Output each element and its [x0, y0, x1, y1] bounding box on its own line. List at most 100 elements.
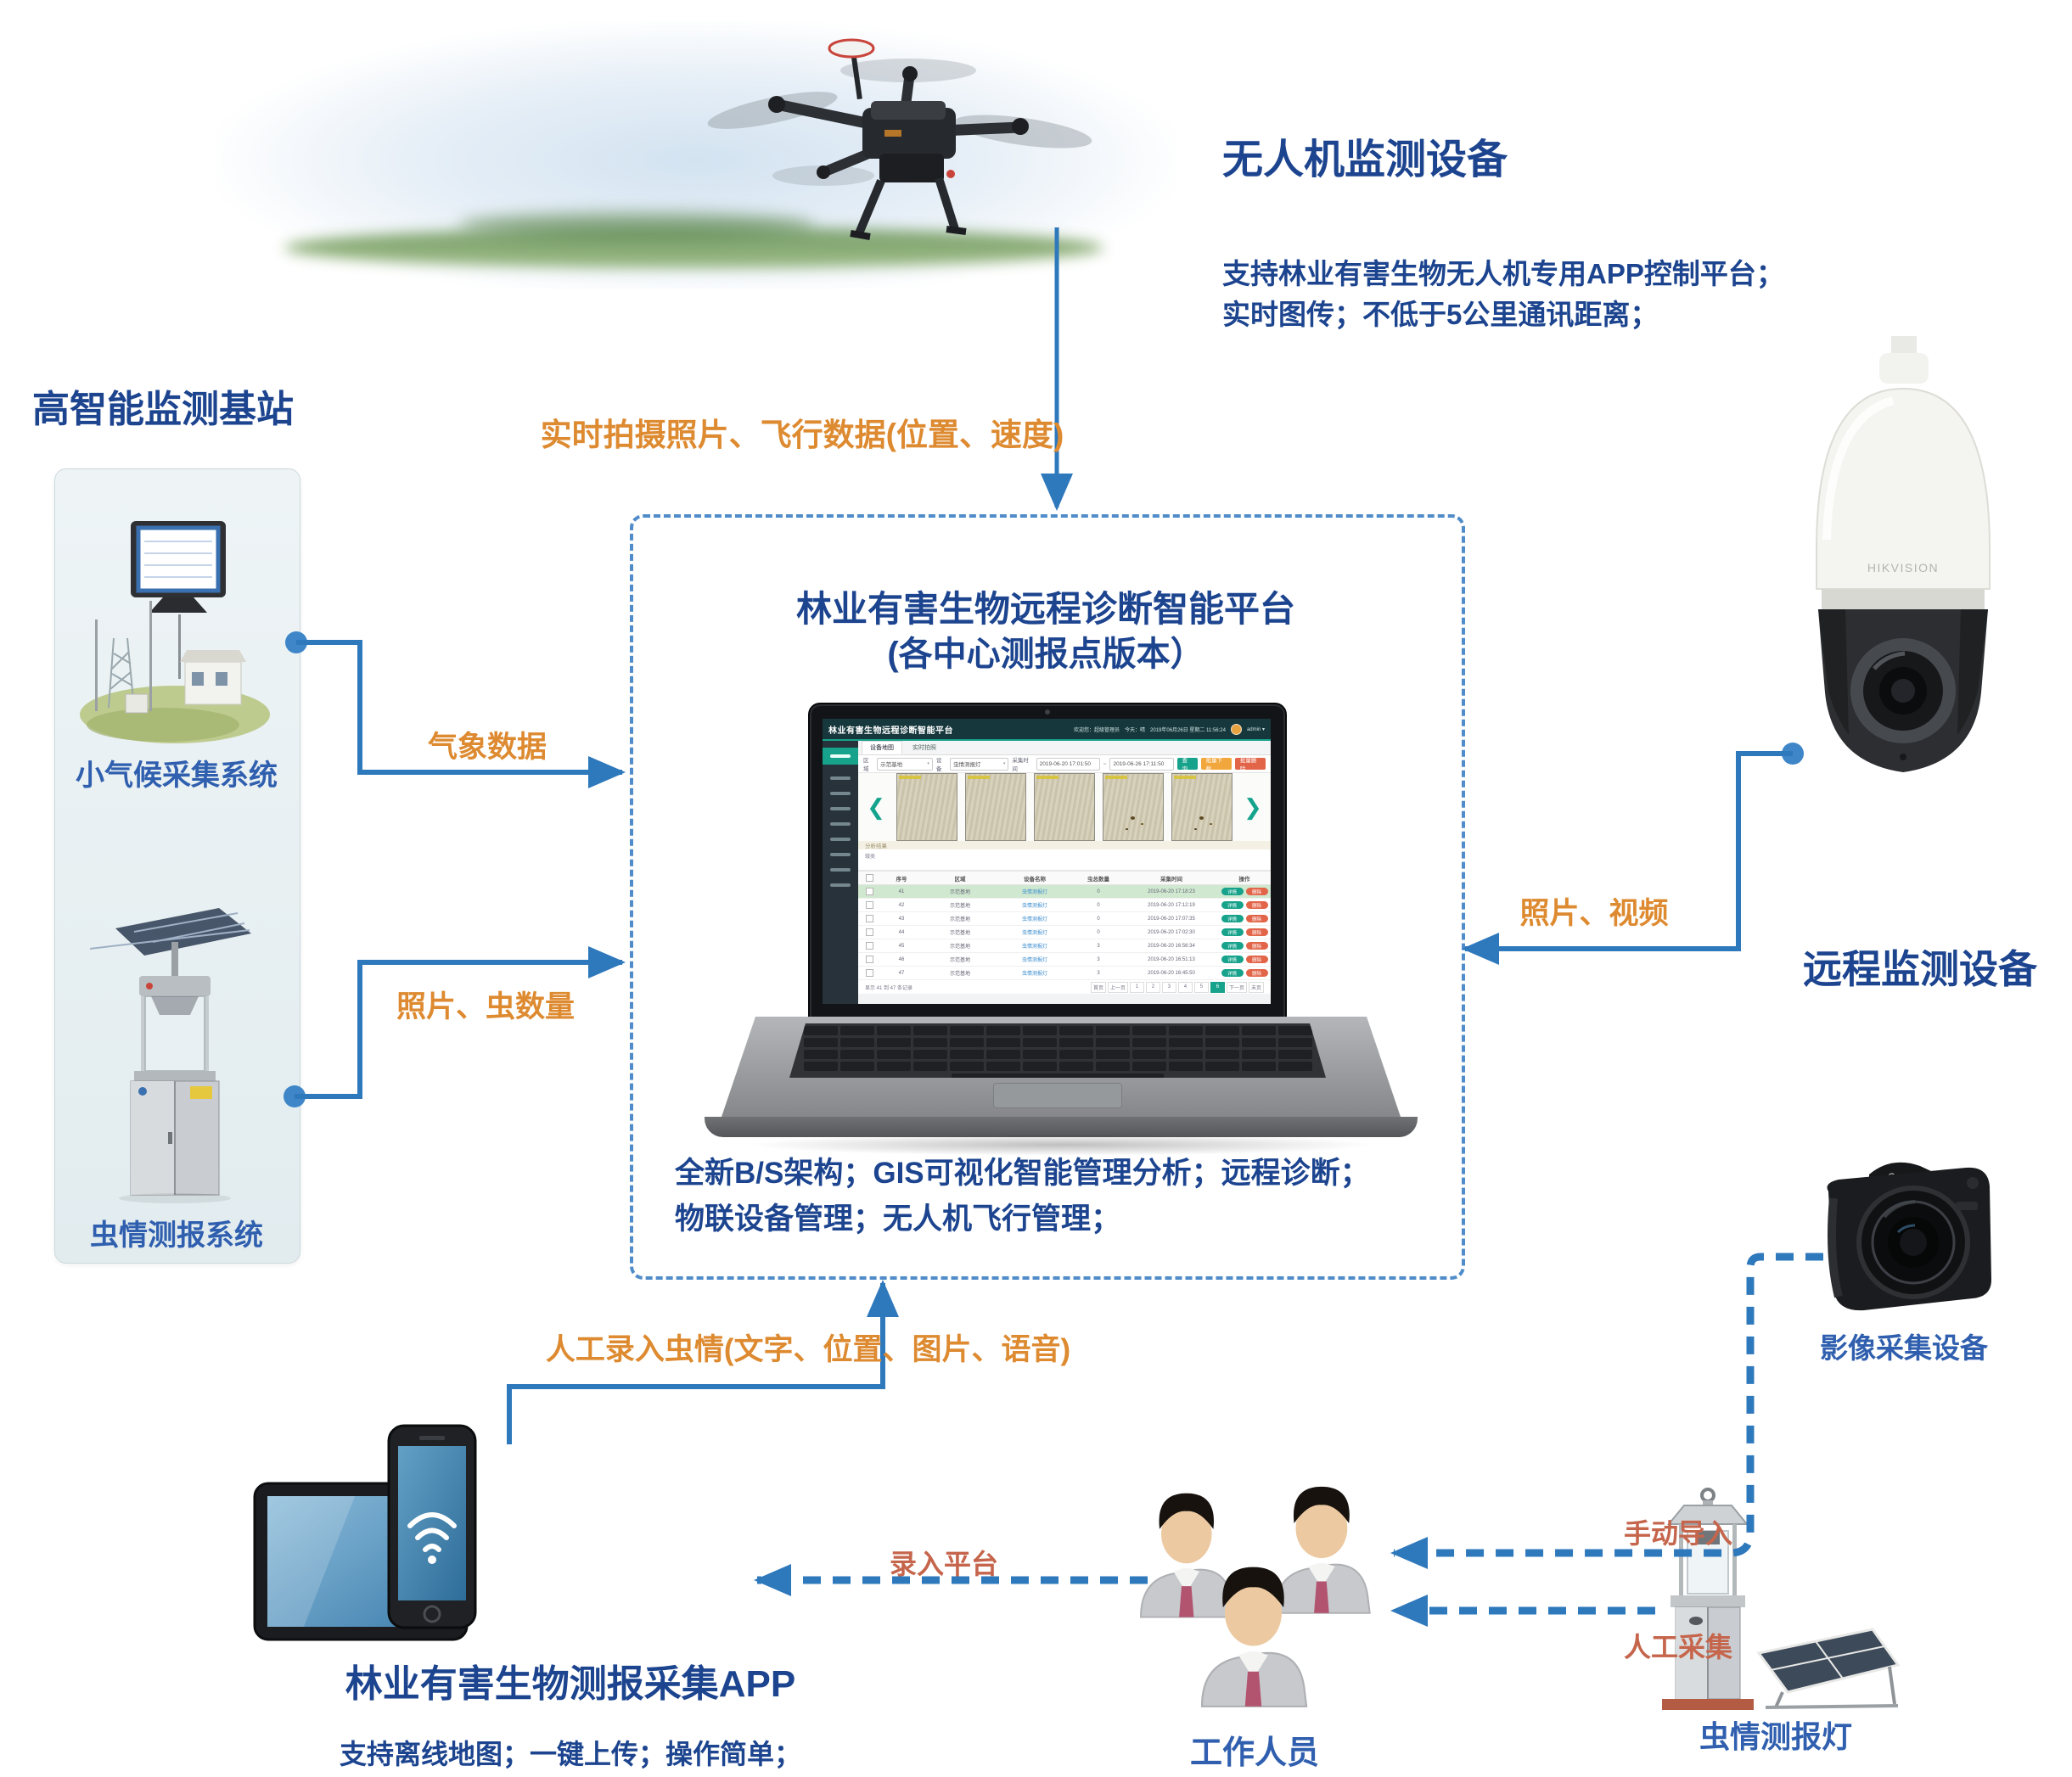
page-button[interactable]: 3: [1161, 981, 1176, 993]
platform-feature-line1: 全新B/S架构；GIS可视化智能管理分析；远程诊断；: [675, 1157, 1370, 1190]
delete-button[interactable]: 删除: [1245, 901, 1268, 909]
sidebar-item[interactable]: [830, 883, 851, 887]
flow-label-manual-import: 手动导入: [1623, 1518, 1733, 1549]
page-button[interactable]: 6: [1210, 981, 1225, 993]
time-to-input[interactable]: 2019-06-26 17:11:50: [1109, 757, 1174, 771]
device-link[interactable]: 虫情测报灯: [1021, 958, 1047, 963]
carousel-prev-icon[interactable]: ❮: [867, 794, 885, 820]
page-button[interactable]: 末页: [1248, 981, 1264, 993]
table-row: 41 示范基地 虫情测报灯 0 2019-06-20 17:18:23 详情 删…: [858, 885, 1271, 899]
page-button[interactable]: 首页: [1090, 981, 1106, 993]
delete-button[interactable]: 删除: [1245, 942, 1268, 950]
time-from-input[interactable]: 2019-06-20 17:01:50: [1036, 757, 1100, 771]
laptop-front-edge: [705, 1117, 1418, 1137]
row-checkbox[interactable]: [865, 915, 873, 922]
page-button[interactable]: 1: [1129, 981, 1144, 993]
device-link[interactable]: 虫情测报灯: [1021, 972, 1047, 977]
trap-photo-thumbnail[interactable]: [896, 773, 957, 841]
sidebar-item[interactable]: [830, 792, 851, 795]
treeline-shadow: [458, 212, 815, 238]
carousel-next-icon[interactable]: ❯: [1244, 794, 1262, 820]
row-checkbox[interactable]: [865, 942, 873, 950]
device-link[interactable]: 虫情测报灯: [1021, 931, 1047, 936]
device-link[interactable]: 虫情测报灯: [1021, 904, 1047, 909]
trap-photo-thumbnail[interactable]: [1171, 773, 1233, 841]
trap-photo-thumbnail[interactable]: [1103, 773, 1164, 841]
page-button[interactable]: 上一页: [1107, 981, 1128, 993]
row-checkbox[interactable]: [865, 956, 873, 963]
device-link[interactable]: 虫情测报灯: [1021, 917, 1047, 922]
table-header-row: 序号 区域 设备名称 虫总数量 采集时间 操作: [858, 871, 1271, 885]
select-all-checkbox[interactable]: [865, 874, 873, 882]
laptop: 林业有害生物远程诊断智能平台 欢迎您：超级管理员 今天：晴 2019年06月26…: [705, 703, 1418, 1156]
table-row: 45 示范基地 虫情测报灯 3 2019-06-20 16:56:34 详情 删…: [858, 939, 1271, 953]
delete-button[interactable]: 删除: [1245, 956, 1268, 963]
row-checkbox[interactable]: [865, 888, 873, 895]
detail-button[interactable]: 详情: [1221, 901, 1244, 909]
records-summary: 显示 41 到 47 条记录: [865, 985, 913, 991]
region-select[interactable]: 示范基地▾: [877, 757, 933, 771]
flow-label-manual-collect: 人工采集: [1623, 1632, 1733, 1662]
sidebar-item[interactable]: [830, 853, 851, 856]
page-button[interactable]: 下一页: [1226, 981, 1247, 993]
delete-button[interactable]: 删除: [1245, 888, 1268, 895]
trap-photo-thumbnail[interactable]: [1034, 773, 1095, 841]
weather-system-label: 小气候采集系统: [76, 760, 278, 792]
screen-tab[interactable]: 实时拍照: [912, 745, 936, 751]
batch-delete-button[interactable]: 批量删除: [1234, 758, 1266, 772]
screen-filterbar: 区域 示范基地▾ 设备 虫情测报灯▾ 采集时间 2019-06-20 17:01…: [858, 755, 1271, 773]
drone-illustration: [707, 38, 1092, 240]
delete-button[interactable]: 删除: [1245, 915, 1268, 922]
page-button[interactable]: 5: [1193, 981, 1209, 993]
platform-title: 林业有害生物远程诊断智能平台: [795, 589, 1296, 629]
image-device-label: 影像采集设备: [1820, 1332, 1988, 1364]
screen-user-menu[interactable]: admin ▾: [1246, 726, 1265, 732]
row-checkbox[interactable]: [865, 969, 873, 977]
screen-sidebar: [823, 741, 858, 1004]
base-station-title: 高智能监测基站: [32, 389, 294, 430]
webcam-icon: [1045, 709, 1050, 715]
detail-button[interactable]: 详情: [1221, 956, 1244, 963]
device-link[interactable]: 虫情测报灯: [1021, 945, 1047, 950]
sidebar-item[interactable]: [830, 868, 851, 872]
flow-label-weather-data: 气象数据: [427, 731, 547, 764]
dslr-camera-illustration: Canon: [1827, 1162, 1991, 1311]
detail-button[interactable]: 详情: [1221, 915, 1244, 922]
app-devices-illustration: [253, 1424, 477, 1641]
platform-boundary-box: [630, 514, 1465, 1280]
page-button[interactable]: 4: [1177, 981, 1193, 993]
device-link[interactable]: 虫情测报灯: [1021, 890, 1047, 895]
page-button[interactable]: 2: [1145, 981, 1160, 993]
sidebar-item[interactable]: [830, 838, 851, 841]
row-checkbox[interactable]: [865, 901, 873, 909]
screen-tab[interactable]: 设备地图: [862, 741, 902, 754]
detail-button[interactable]: 详情: [1221, 888, 1244, 895]
flow-label-entry-platform: 录入平台: [889, 1549, 999, 1579]
row-checkbox[interactable]: [865, 928, 873, 936]
detail-button[interactable]: 详情: [1221, 942, 1244, 950]
sidebar-item[interactable]: [830, 776, 851, 780]
delete-button[interactable]: 删除: [1245, 928, 1268, 936]
app-desc: 支持离线地图；一键上传；操作简单；: [339, 1739, 802, 1769]
search-button[interactable]: 查询: [1176, 758, 1198, 772]
detail-button[interactable]: 详情: [1221, 928, 1244, 936]
user-avatar[interactable]: [1230, 723, 1242, 735]
photo-carousel: ❮ ❯: [858, 773, 1271, 841]
detail-button[interactable]: 详情: [1221, 969, 1244, 977]
workers-illustration: [1140, 1485, 1371, 1707]
laptop-screen: 林业有害生物远程诊断智能平台 欢迎您：超级管理员 今天：晴 2019年06月26…: [808, 703, 1287, 1020]
app-title: 林业有害生物测报采集APP: [345, 1663, 796, 1705]
sidebar-item[interactable]: [830, 807, 851, 810]
records-table: 序号 区域 设备名称 虫总数量 采集时间 操作: [858, 871, 1271, 1004]
sidebar-item-active[interactable]: [823, 748, 858, 765]
device-select[interactable]: 虫情测报灯▾: [949, 757, 1009, 771]
batch-download-button[interactable]: 批量下载: [1200, 758, 1232, 772]
trap-photo-thumbnail[interactable]: [965, 773, 1026, 841]
platform-subtitle: (各中心测报点版本）: [887, 636, 1204, 673]
analysis-result-box: 蛾类: [858, 849, 1271, 871]
screen-tabbar: 设备地图 实时拍照: [858, 741, 1271, 755]
sidebar-item[interactable]: [830, 822, 851, 826]
filter-region-label: 区域: [863, 758, 869, 772]
delete-button[interactable]: 删除: [1245, 969, 1268, 977]
